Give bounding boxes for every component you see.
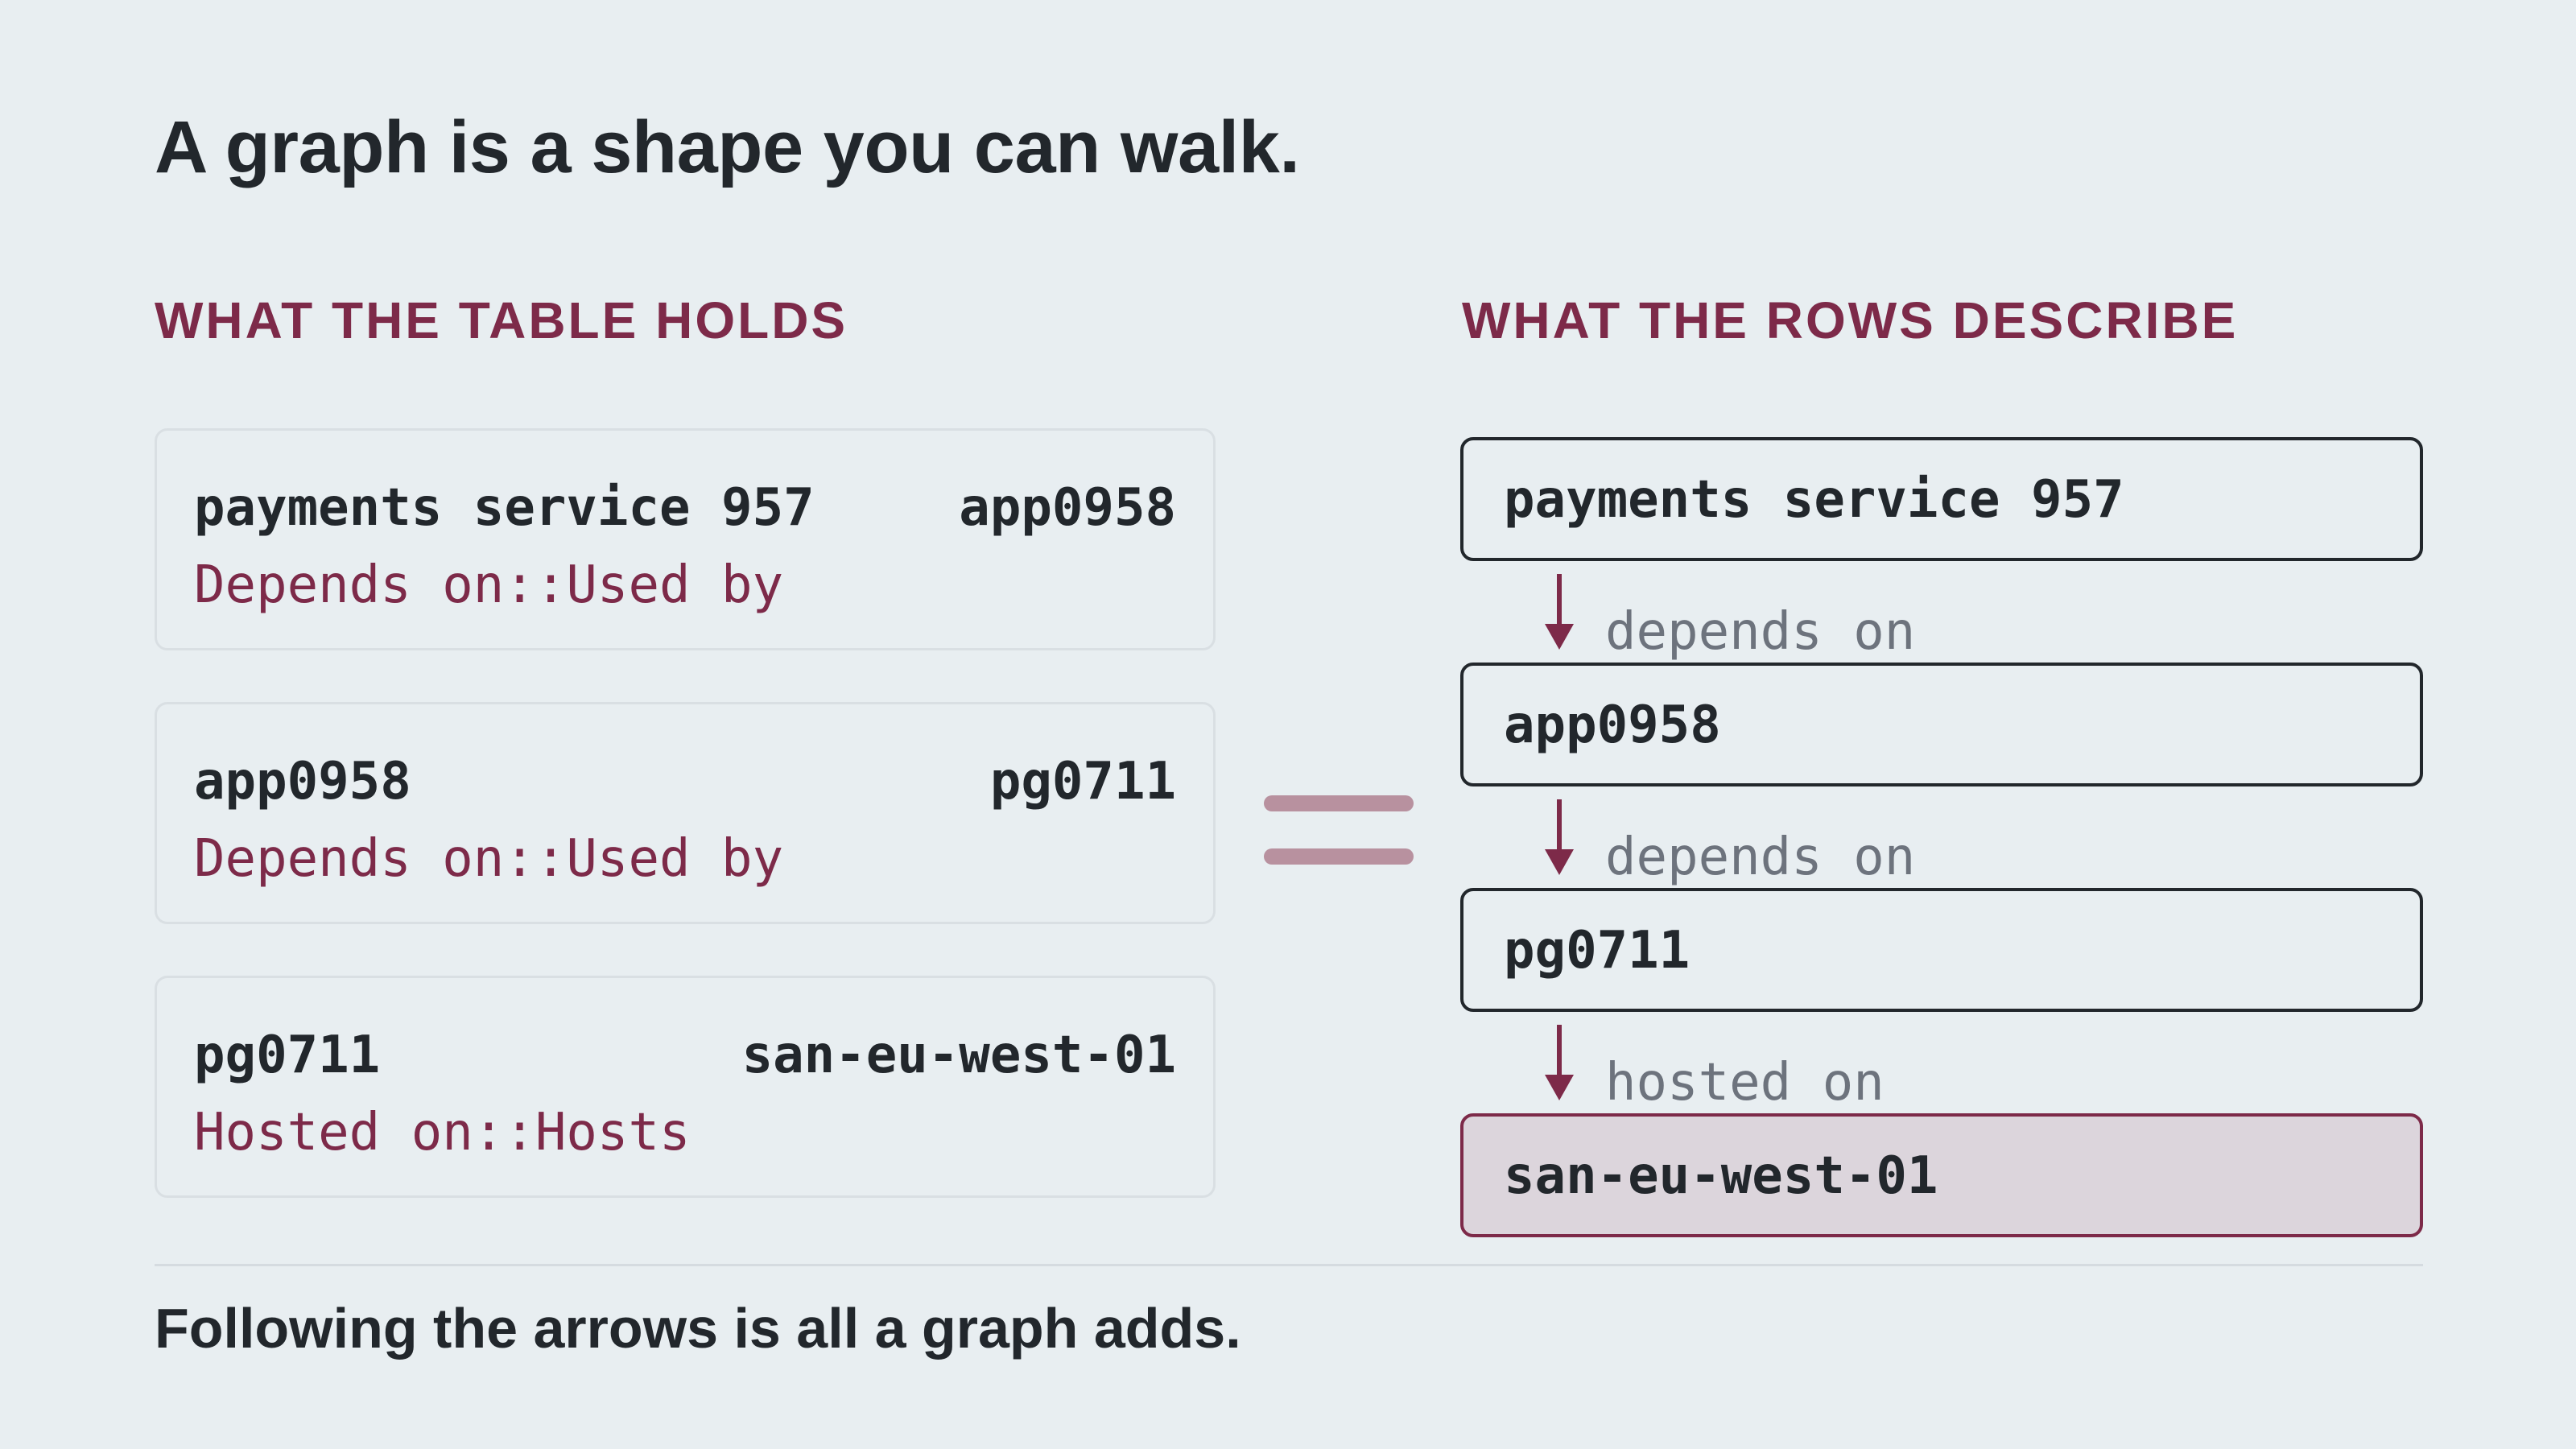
row-source: payments service 957 [194, 478, 815, 538]
equals-bar-top [1264, 795, 1414, 811]
graph-node: payments service 957 [1460, 437, 2423, 561]
row-source: pg0711 [194, 1026, 381, 1085]
graph-edge: hosted on [1538, 1025, 2021, 1113]
graph-section-heading: WHAT THE ROWS DESCRIBE [1462, 291, 2239, 349]
graph-edge: depends on [1538, 574, 2021, 662]
edge-label: depends on [1605, 828, 1916, 887]
row-relation: Hosted on::Hosts [194, 1103, 691, 1162]
arrow-shaft [1557, 574, 1562, 625]
arrow-down-icon [1545, 849, 1574, 875]
table-row: payments service 957 app0958 Depends on:… [155, 428, 1216, 650]
footer-divider [155, 1264, 2423, 1266]
arrow-shaft [1557, 1025, 1562, 1076]
row-relation: Depends on::Used by [194, 555, 784, 615]
row-source: app0958 [194, 752, 411, 811]
row-target: app0958 [959, 478, 1176, 538]
graph-edge: depends on [1538, 799, 2021, 887]
graph-node-label: san-eu-west-01 [1504, 1146, 1938, 1206]
equals-bar-bottom [1264, 848, 1414, 865]
graph-node: app0958 [1460, 663, 2423, 786]
graph-node-terminal: san-eu-west-01 [1460, 1113, 2423, 1237]
edge-label: depends on [1605, 602, 1916, 662]
arrow-down-icon [1545, 1075, 1574, 1100]
table-row: app0958 pg0711 Depends on::Used by [155, 702, 1216, 924]
graph-node-label: payments service 957 [1504, 470, 2124, 530]
table-section-heading: WHAT THE TABLE HOLDS [155, 291, 848, 349]
graph-node-label: app0958 [1504, 696, 1721, 755]
graph-node-label: pg0711 [1504, 921, 1690, 980]
graph-node: pg0711 [1460, 888, 2423, 1012]
table-row: pg0711 san-eu-west-01 Hosted on::Hosts [155, 976, 1216, 1198]
page-title: A graph is a shape you can walk. [155, 106, 1300, 188]
row-relation: Depends on::Used by [194, 829, 784, 889]
footer-caption: Following the arrows is all a graph adds… [155, 1297, 1241, 1360]
row-target: san-eu-west-01 [741, 1026, 1176, 1085]
arrow-down-icon [1545, 624, 1574, 650]
arrow-shaft [1557, 799, 1562, 851]
edge-label: hosted on [1605, 1053, 1885, 1113]
equals-icon [1264, 795, 1414, 868]
row-target: pg0711 [989, 752, 1176, 811]
